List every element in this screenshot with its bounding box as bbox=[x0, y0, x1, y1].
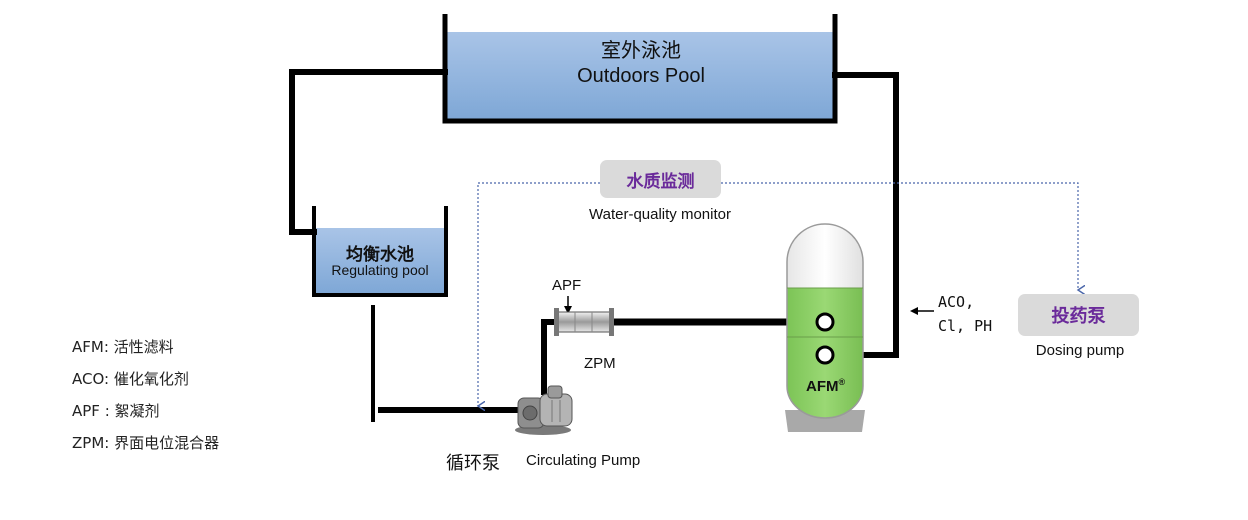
chemical-label-line1: ACO, bbox=[938, 293, 975, 311]
zpm-mixer bbox=[554, 308, 614, 336]
apf-arrow bbox=[564, 296, 572, 314]
outdoor-pool bbox=[442, 14, 838, 124]
circulating-pump-title-cn: 循环泵 bbox=[446, 453, 500, 474]
legend-item-apf: APF : 絮凝剂 bbox=[72, 402, 160, 420]
water-quality-monitor-box: 水质监测 bbox=[600, 160, 721, 198]
afm-filter-tank bbox=[785, 223, 865, 432]
apf-label: APF bbox=[552, 277, 582, 294]
filter-inlet bbox=[815, 312, 835, 332]
afm-trademark: ® bbox=[838, 377, 846, 387]
chemical-labels: ACO, Cl, PH bbox=[938, 290, 992, 338]
chemical-injection-arrow bbox=[910, 307, 934, 315]
water-quality-monitor-title-en: Water-quality monitor bbox=[589, 206, 731, 223]
regulating-pool-title-en: Regulating pool bbox=[331, 262, 429, 278]
regulating-pool bbox=[312, 206, 448, 297]
pool-to-regulating-pipe bbox=[289, 69, 448, 235]
legend-item-afm: AFM: 活性滤料 bbox=[72, 338, 174, 356]
circulating-pump-icon bbox=[515, 385, 573, 435]
dosing-pump-title-cn: 投药泵 bbox=[1051, 306, 1106, 327]
afm-label: AFM® bbox=[806, 377, 845, 395]
chemical-label-line2: Cl, PH bbox=[938, 317, 993, 335]
dosing-pump-title-en: Dosing pump bbox=[1035, 342, 1125, 359]
legend-item-zpm: ZPM: 界面电位混合器 bbox=[72, 434, 220, 452]
outdoor-pool-title-en: Outdoors Pool bbox=[577, 65, 705, 87]
regulating-pool-title-cn: 均衡水池 bbox=[346, 245, 414, 265]
dosing-pump-box: 投药泵 bbox=[1018, 294, 1139, 336]
outdoor-pool-title-cn: 室外泳池 bbox=[601, 38, 681, 62]
filter-outlet bbox=[815, 345, 835, 365]
pump-discharge-pipe bbox=[541, 319, 559, 395]
legend: AFM: 活性滤料 ACO: 催化氧化剂 APF : 絮凝剂 ZPM: 界面电位… bbox=[72, 336, 219, 464]
circulating-pump-title-en: Circulating Pump bbox=[526, 452, 641, 469]
afm-label-text: AFM bbox=[806, 378, 839, 395]
monitor-signal-line bbox=[478, 182, 1078, 406]
legend-item-aco: ACO: 催化氧化剂 bbox=[72, 370, 189, 388]
water-quality-monitor-title-cn: 水质监测 bbox=[626, 171, 695, 192]
zpm-label: ZPM bbox=[584, 355, 616, 372]
